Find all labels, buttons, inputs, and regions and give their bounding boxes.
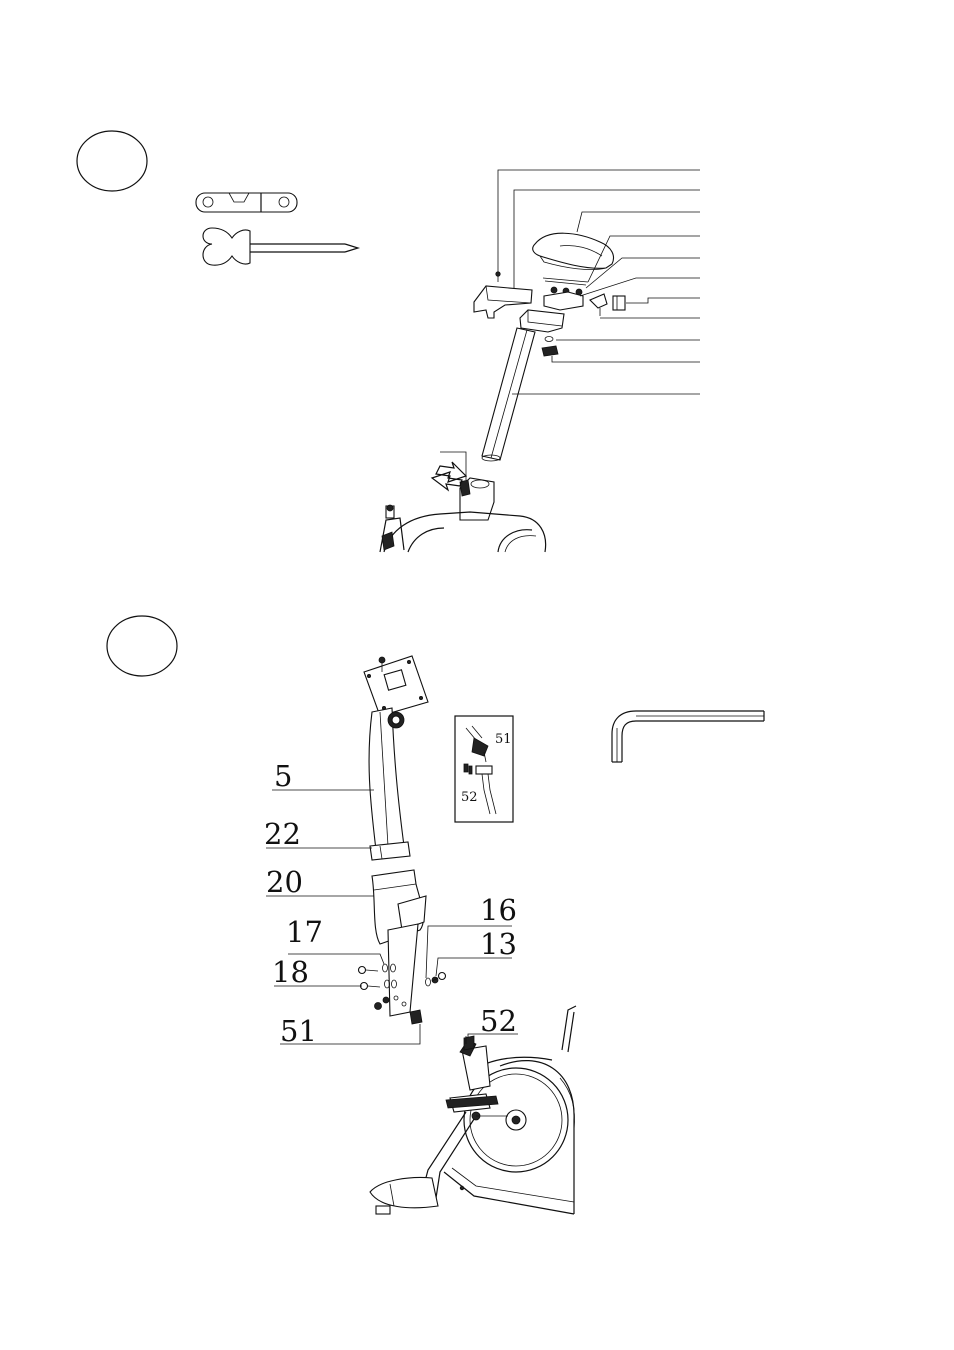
small-fittings: [589, 293, 626, 316]
allen-key-tool: [611, 710, 765, 763]
seat-slider: [473, 271, 533, 319]
seat-rail-parts: [542, 277, 589, 311]
saddle: [532, 232, 615, 270]
screwdriver-tool: [202, 227, 361, 266]
part-label-51: 51: [280, 1014, 317, 1048]
part-label-22: 22: [264, 817, 301, 851]
lower-tube: [387, 923, 423, 1025]
step-1-leader-lines: [497, 169, 700, 395]
bike-frame-bottom: [369, 1005, 577, 1215]
inset-label-52: 52: [461, 790, 478, 805]
part-label-18: 18: [272, 955, 309, 989]
part-label-20: 20: [266, 865, 303, 899]
bolts-washers: [357, 963, 447, 1010]
inset-label-51: 51: [495, 732, 512, 747]
part-label-16: 16: [480, 893, 517, 927]
adjust-arrows: [430, 451, 468, 492]
part-label-5: 5: [274, 759, 292, 793]
seat-post: [481, 309, 565, 462]
wrench-tool: [195, 192, 298, 213]
part-label-17: 17: [286, 915, 323, 949]
console-mast: [363, 655, 429, 851]
connector-inset: 51 52: [454, 715, 514, 823]
cover-22: [369, 841, 411, 861]
step-1-circle: [76, 130, 148, 192]
part-label-52: 52: [480, 1004, 517, 1038]
step-2-circle: [106, 615, 178, 677]
bike-frame-top: [379, 477, 547, 553]
part-label-13: 13: [480, 927, 517, 961]
